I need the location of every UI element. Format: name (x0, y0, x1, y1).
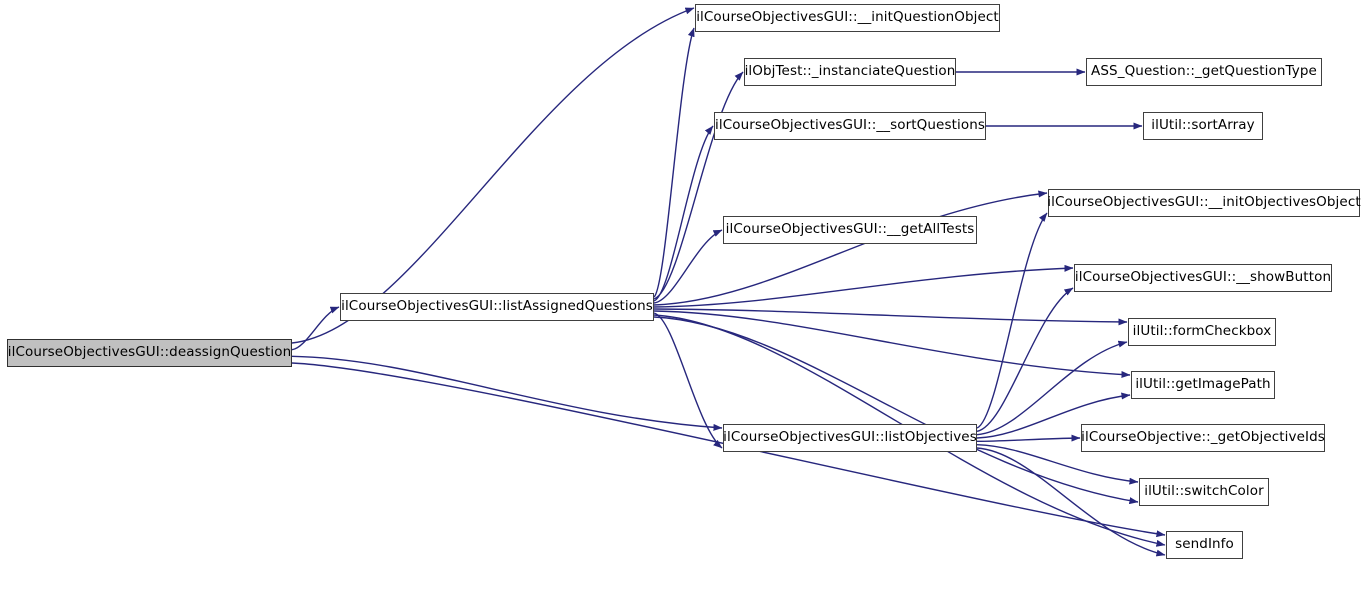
graph-node-sortArray[interactable]: ilUtil::sortArray (1143, 112, 1263, 140)
graph-node-showButton[interactable]: ilCourseObjectivesGUI::__showButton (1074, 264, 1332, 292)
edge-listAssignedQuestions-to-getAllTests (653, 229, 723, 304)
graph-node-label: ilUtil::switchColor (1144, 483, 1264, 500)
edge-listAssignedQuestions-to-instanciateQuestion (653, 71, 744, 300)
edge-listAssignedQuestions-to-sortQuestions (653, 125, 714, 302)
graph-node-sendInfo[interactable]: sendInfo (1166, 531, 1243, 559)
graph-node-initQuestionObject[interactable]: ilCourseObjectivesGUI::__initQuestionObj… (695, 4, 1000, 32)
graph-node-label: ilCourseObjectivesGUI::deassignQuestion (7, 344, 292, 361)
graph-node-getObjectiveIds[interactable]: ilCourseObjective::_getObjectiveIds (1081, 424, 1325, 452)
graph-node-getAllTests[interactable]: ilCourseObjectivesGUI::__getAllTests (723, 216, 977, 244)
edge-deassignQuestion-to-listAssignedQuestions (291, 306, 340, 351)
graph-node-label: ilObjTest::_instanciateQuestion (744, 63, 956, 80)
graph-node-getImagePath[interactable]: ilUtil::getImagePath (1131, 371, 1275, 399)
edge-listAssignedQuestions-to-initQuestionObject (653, 27, 695, 298)
graph-node-label: ilUtil::sortArray (1151, 117, 1255, 134)
graph-node-label: ilCourseObjectivesGUI::__sortQuestions (715, 117, 985, 134)
graph-node-label: ilCourseObjectivesGUI::__showButton (1074, 269, 1332, 286)
graph-node-label: ASS_Question::_getQuestionType (1091, 63, 1317, 80)
graph-node-formCheckbox[interactable]: ilUtil::formCheckbox (1128, 318, 1276, 346)
edge-listAssignedQuestions-to-initObjectivesObject (653, 190, 1048, 306)
edge-listObjectives-to-formCheckbox (976, 340, 1128, 436)
graph-node-sortQuestions[interactable]: ilCourseObjectivesGUI::__sortQuestions (714, 112, 986, 140)
graph-node-label: sendInfo (1175, 536, 1234, 553)
edge-paths (291, 7, 1166, 557)
edge-listAssignedQuestions-to-formCheckbox (653, 308, 1128, 326)
edge-listObjectives-to-showButton (976, 287, 1074, 433)
graph-node-listAssignedQuestions[interactable]: ilCourseObjectivesGUI::listAssignedQuest… (340, 293, 654, 321)
edge-listObjectives-to-initObjectivesObject (976, 212, 1048, 429)
graph-node-label: ilCourseObjectivesGUI::__getAllTests (725, 221, 975, 238)
graph-node-label: ilCourseObjectivesGUI::listObjectives (723, 429, 977, 446)
edge-listAssignedQuestions-to-getImagePath (653, 310, 1131, 379)
graph-node-label: ilCourseObjectivesGUI::listAssignedQuest… (341, 298, 653, 315)
graph-node-deassignQuestion[interactable]: ilCourseObjectivesGUI::deassignQuestion (7, 339, 292, 367)
graph-node-label: ilCourseObjectivesGUI::__initObjectivesO… (1047, 194, 1361, 211)
edge-listAssignedQuestions-to-switchColor (653, 316, 1139, 505)
graph-node-instanciateQuestion[interactable]: ilObjTest::_instanciateQuestion (744, 58, 956, 86)
graph-node-label: ilUtil::formCheckbox (1132, 323, 1272, 340)
edge-listObjectives-to-getObjectiveIds (976, 434, 1081, 443)
graph-node-getQuestionType[interactable]: ASS_Question::_getQuestionType (1086, 58, 1322, 86)
edge-listObjectives-to-sendInfo (976, 447, 1166, 557)
graph-node-label: ilCourseObjectivesGUI::__initQuestionObj… (696, 9, 999, 26)
edge-deassignQuestion-to-listObjectives (291, 355, 723, 431)
graph-node-initObjectivesObject[interactable]: ilCourseObjectivesGUI::__initObjectivesO… (1047, 189, 1361, 217)
edge-listAssignedQuestions-to-listObjectives (653, 312, 723, 449)
graph-node-label: ilCourseObjective::_getObjectiveIds (1081, 429, 1325, 446)
graph-node-switchColor[interactable]: ilUtil::switchColor (1139, 478, 1269, 506)
graph-node-label: ilUtil::getImagePath (1135, 376, 1271, 393)
edge-listAssignedQuestions-to-showButton (653, 264, 1074, 308)
graph-node-listObjectives[interactable]: ilCourseObjectivesGUI::listObjectives (723, 424, 977, 452)
